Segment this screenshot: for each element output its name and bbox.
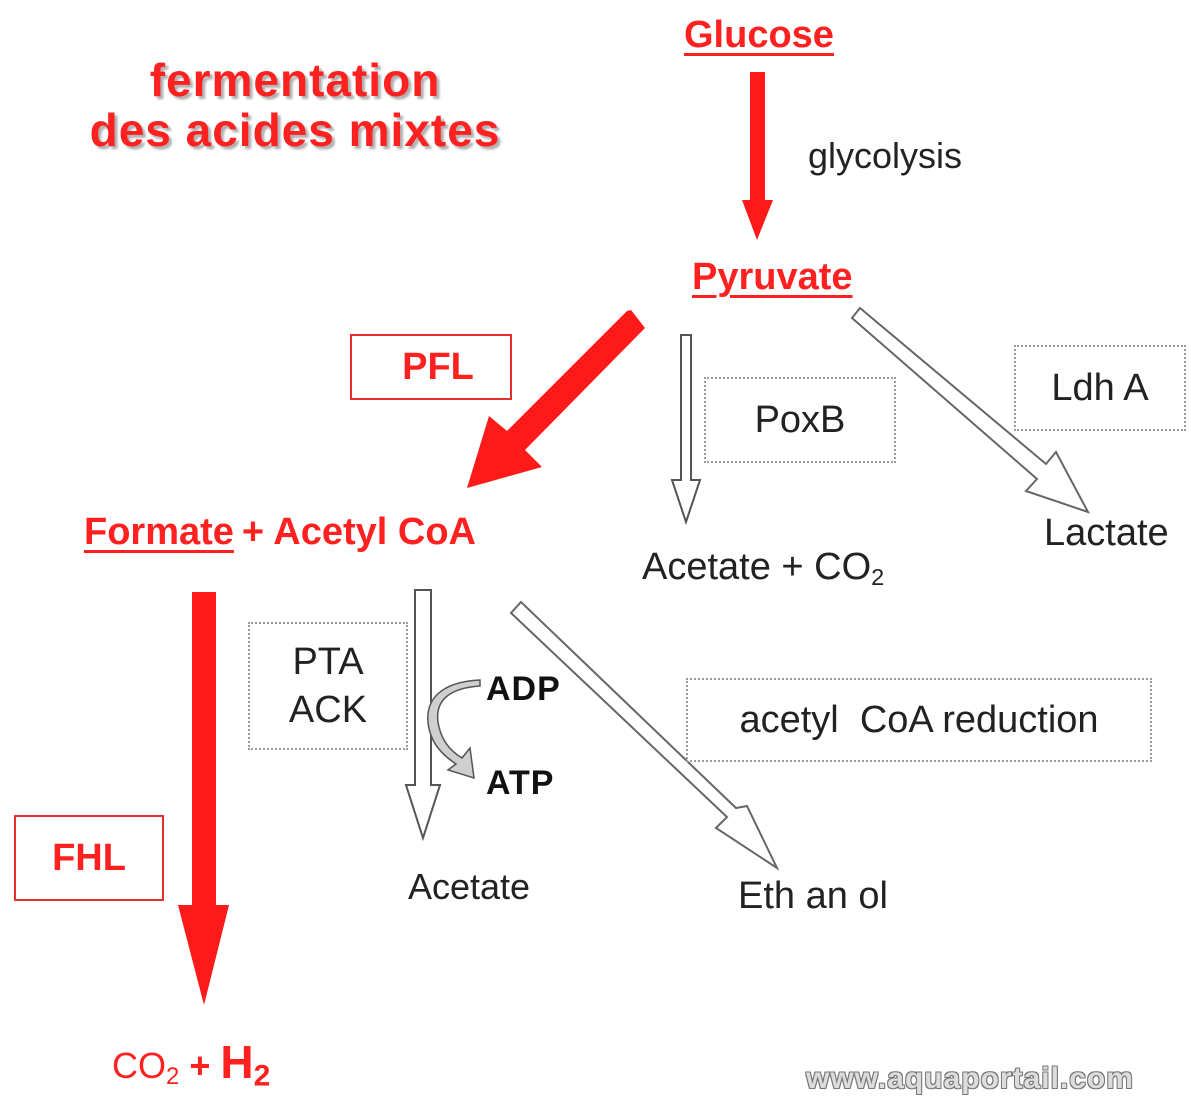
h2-sub: 2 (253, 1059, 271, 1093)
glucose-label: Glucose (684, 14, 834, 56)
acetate-label: Acetate (408, 866, 531, 907)
pfl-label: PFL (402, 345, 474, 388)
pfl-arrow (467, 310, 645, 488)
ldha-arrow (850, 306, 1091, 514)
glycolysis-label: glycolysis (808, 135, 963, 176)
ldha-label: Ldh A (1051, 367, 1149, 409)
poxb-label: PoxB (754, 399, 846, 441)
acetate-co2-text: Acetate + CO (642, 546, 872, 588)
title-line-2: des acides mixtes (89, 104, 501, 156)
pfl-enzyme-box: PFL (350, 334, 512, 400)
co2-sub: 2 (166, 1063, 180, 1090)
glycolysis-arrow (742, 72, 773, 240)
poxb-enzyme-box: PoxB (704, 377, 896, 463)
atp-label: ATP (486, 764, 555, 802)
acetyl-coa-reduction-box: acetyl CoA reduction (686, 678, 1152, 762)
adp-atp-curve-arrow (427, 679, 481, 780)
ethanol-label: Eth an ol (738, 875, 888, 917)
watermark-text: www.aquaportail.com (806, 1062, 1134, 1095)
co2-h2-label: CO2 + H2 (112, 1035, 270, 1094)
pta-ack-arrow (404, 589, 442, 842)
pta-label: PTA (292, 641, 364, 683)
acetyl-coa-label: + Acetyl CoA (241, 511, 476, 553)
pyruvate-label: Pyruvate (692, 256, 853, 298)
h2-text: H (220, 1036, 254, 1088)
acetate-co2-label: Acetate + CO2 (642, 546, 884, 591)
co2-text: CO (112, 1045, 166, 1086)
formate-acetylcoa-label: Formate+ Acetyl CoA (84, 511, 476, 554)
title-line-1: fermentation (149, 54, 441, 106)
pta-ack-enzyme-box: PTA ACK (248, 622, 408, 750)
plus-sign: + (179, 1045, 221, 1086)
ack-label: ACK (288, 689, 368, 731)
acetyl-coa-reduction-label: acetyl CoA reduction (739, 699, 1099, 741)
fhl-arrow (178, 592, 229, 1005)
adp-label: ADP (486, 670, 561, 708)
formate-label: Formate (84, 511, 234, 553)
diagram-title: fermentation des acides mixtes (40, 55, 550, 155)
lactate-label: Lactate (1044, 512, 1169, 554)
fhl-enzyme-box: FHL (14, 815, 164, 901)
co2-subscript: 2 (871, 563, 885, 590)
ethanol-arrow (509, 600, 780, 871)
fhl-label: FHL (52, 836, 126, 879)
poxb-arrow (670, 334, 702, 526)
ldha-enzyme-box: Ldh A (1014, 345, 1186, 431)
